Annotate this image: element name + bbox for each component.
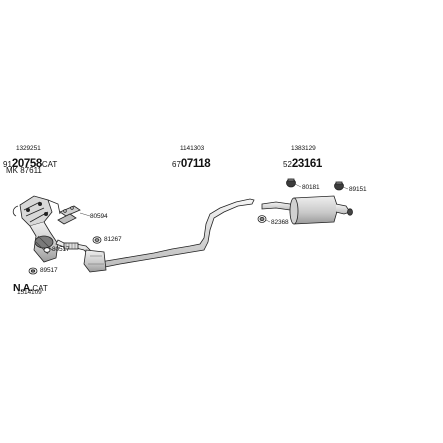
front-part-main: 20758: [11, 158, 42, 170]
middle-part-number: 6707118: [172, 155, 211, 171]
rubber-mount-89151: [334, 181, 349, 191]
na-prefix: N.A.: [13, 282, 33, 294]
front-ref-number: 1329251: [16, 145, 41, 152]
rear-muffler: [261, 195, 353, 225]
front-mk-label: MK 87611: [6, 166, 42, 175]
rear-part-number: 5223161: [283, 155, 322, 171]
na-suffix: CAT: [32, 284, 48, 293]
callout-89151: 89151: [349, 186, 367, 193]
rear-part-prefix: 52: [283, 160, 292, 169]
middle-pipe: [83, 198, 255, 273]
clamp-82368: [257, 215, 271, 223]
rubber-mount-80181: [286, 178, 302, 188]
callout-89517: 89517: [40, 267, 58, 274]
callout-80181: 80181: [302, 184, 320, 191]
callout-82368: 82368: [271, 219, 289, 226]
gasket-80517: [43, 247, 51, 253]
callout-80594: 80594: [90, 213, 108, 220]
flange-gasket: [57, 205, 91, 225]
callout-80517: 80517: [52, 246, 70, 253]
rear-part-main: 23161: [291, 158, 322, 170]
front-part-prefix: 91: [3, 160, 12, 169]
sensor-89517: [28, 267, 38, 275]
callout-81267: 81267: [104, 236, 122, 243]
na-ref-number: 1514109: [17, 289, 42, 296]
middle-part-main: 07118: [180, 158, 211, 170]
front-part-suffix: CAT: [41, 160, 58, 169]
manifold-catalyst-assembly: [12, 195, 61, 263]
middle-ref-number: 1141303: [180, 145, 205, 152]
clamp-81267: [92, 236, 102, 244]
front-part-number: 9120758CAT: [3, 155, 57, 171]
middle-part-prefix: 67: [172, 160, 181, 169]
rear-ref-number: 1383129: [291, 145, 316, 152]
na-part-number: N.A.CAT: [13, 279, 48, 295]
